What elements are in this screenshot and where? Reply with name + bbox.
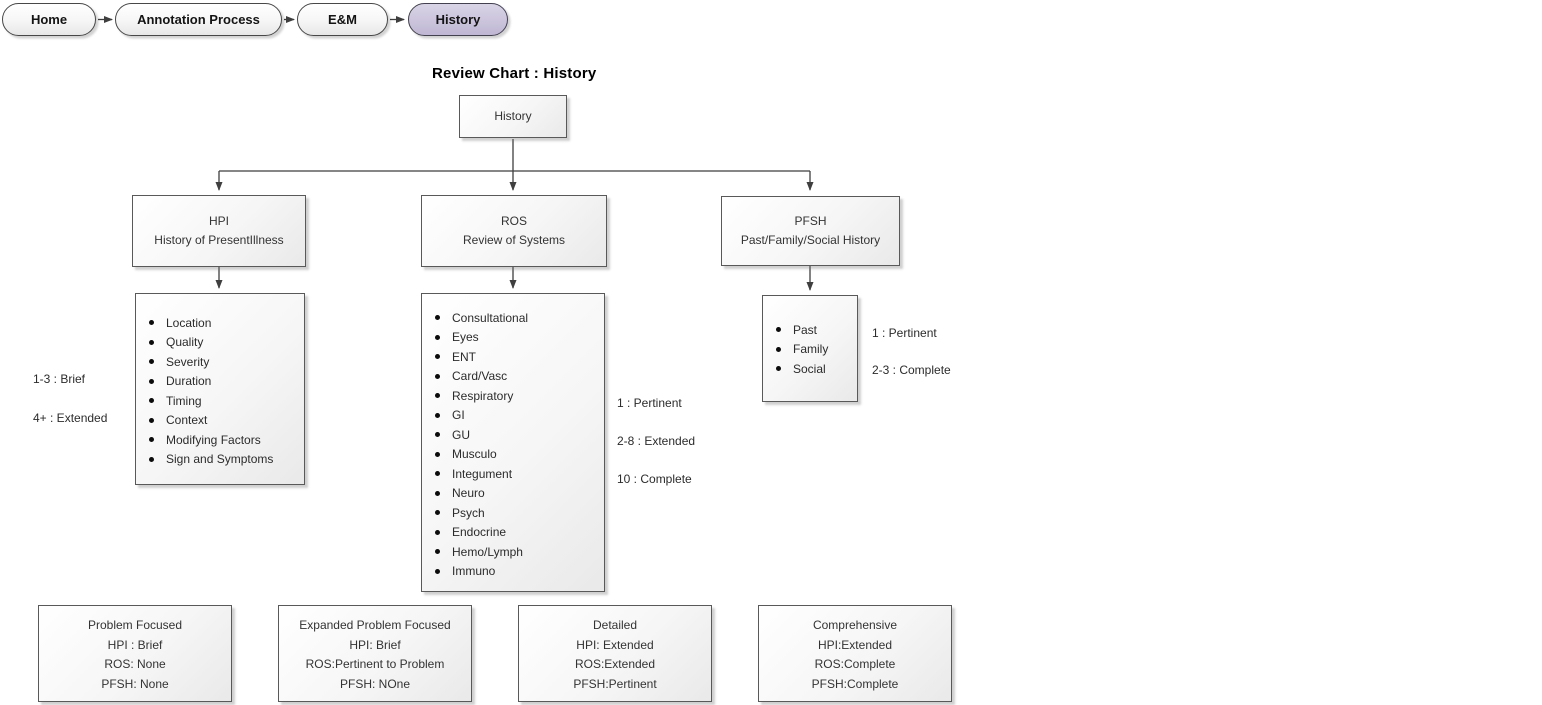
list-item: Social (763, 359, 857, 379)
level-pfsh-line: PFSH: NOne (339, 676, 411, 691)
node-hpi: HPI History of PresentIllness (132, 195, 306, 267)
level-detailed: Detailed HPI: Extended ROS:Extended PFSH… (518, 605, 712, 702)
list-item: Modifying Factors (136, 430, 304, 450)
list-item: Location (136, 313, 304, 333)
pfsh-note-complete: 2-3 : Complete (872, 363, 951, 377)
level-hpi-line: HPI: Extended (576, 637, 654, 652)
level-ros-line: ROS:Extended (574, 657, 656, 671)
list-item: Psych (422, 503, 604, 523)
list-item: Endocrine (422, 523, 604, 543)
node-ros-abbr: ROS (500, 214, 527, 228)
list-item: Duration (136, 372, 304, 392)
level-hpi-line: HPI: Brief (349, 637, 401, 652)
node-history-label: History (494, 109, 532, 123)
node-pfsh: PFSH Past/Family/Social History (721, 196, 900, 266)
ros-note-complete: 10 : Complete (617, 472, 692, 486)
list-item: Card/Vasc (422, 367, 604, 387)
level-ros-line: ROS:Complete (814, 657, 896, 671)
level-pfsh-line: PFSH:Pertinent (573, 676, 657, 691)
list-item: Sign and Symptoms (136, 450, 304, 470)
node-pfsh-abbr: PFSH (794, 214, 827, 228)
page-title: Review Chart : History (432, 65, 597, 82)
list-item: GI (422, 406, 604, 426)
node-hpi-abbr: HPI (208, 214, 229, 228)
level-ros-line: ROS: None (104, 657, 166, 671)
list-item: Hemo/Lymph (422, 542, 604, 562)
ros-note-pertinent: 1 : Pertinent (617, 396, 682, 410)
list-item: GU (422, 425, 604, 445)
breadcrumb-item-annotation-process[interactable]: Annotation Process (115, 3, 282, 36)
level-pfsh-line: PFSH: None (101, 676, 169, 691)
breadcrumb-item-history[interactable]: History (408, 3, 508, 36)
list-item: Integument (422, 464, 604, 484)
level-title: Problem Focused (87, 618, 183, 632)
list-item: ENT (422, 347, 604, 367)
list-item: Consultational (422, 308, 604, 328)
hpi-note-brief: 1-3 : Brief (33, 372, 86, 386)
list-item: Past (763, 320, 857, 340)
list-item: Immuno (422, 562, 604, 582)
node-hpi-name: History of PresentIllness (154, 233, 284, 247)
node-history: History (459, 95, 567, 138)
level-title: Comprehensive (812, 618, 898, 632)
level-expanded-problem-focused: Expanded Problem Focused HPI: Brief ROS:… (278, 605, 472, 702)
list-item: Severity (136, 352, 304, 372)
pfsh-note-pertinent: 1 : Pertinent (872, 326, 937, 340)
level-problem-focused: Problem Focused HPI : Brief ROS: None PF… (38, 605, 232, 702)
list-item: Context (136, 411, 304, 431)
list-item: Musculo (422, 445, 604, 465)
level-hpi-line: HPI : Brief (107, 637, 163, 652)
level-title: Expanded Problem Focused (299, 618, 451, 632)
node-pfsh-name: Past/Family/Social History (740, 233, 881, 247)
list-item: Eyes (422, 328, 604, 348)
ros-note-extended: 2-8 : Extended (617, 434, 696, 448)
list-item: Family (763, 340, 857, 360)
level-pfsh-line: PFSH:Complete (811, 676, 899, 691)
breadcrumb-item-home[interactable]: Home (2, 3, 96, 36)
list-item: Neuro (422, 484, 604, 504)
node-ros-name: Review of Systems (462, 233, 566, 247)
list-item: Quality (136, 333, 304, 353)
list-item: Timing (136, 391, 304, 411)
level-hpi-line: HPI:Extended (817, 637, 893, 652)
level-comprehensive: Comprehensive HPI:Extended ROS:Complete … (758, 605, 952, 702)
level-ros-line: ROS:Pertinent to Problem (305, 657, 445, 671)
list-item: Respiratory (422, 386, 604, 406)
hpi-note-extended: 4+ : Extended (33, 411, 108, 425)
level-title: Detailed (592, 618, 638, 632)
breadcrumb-item-em[interactable]: E&M (297, 3, 388, 36)
node-ros: ROS Review of Systems (421, 195, 607, 267)
